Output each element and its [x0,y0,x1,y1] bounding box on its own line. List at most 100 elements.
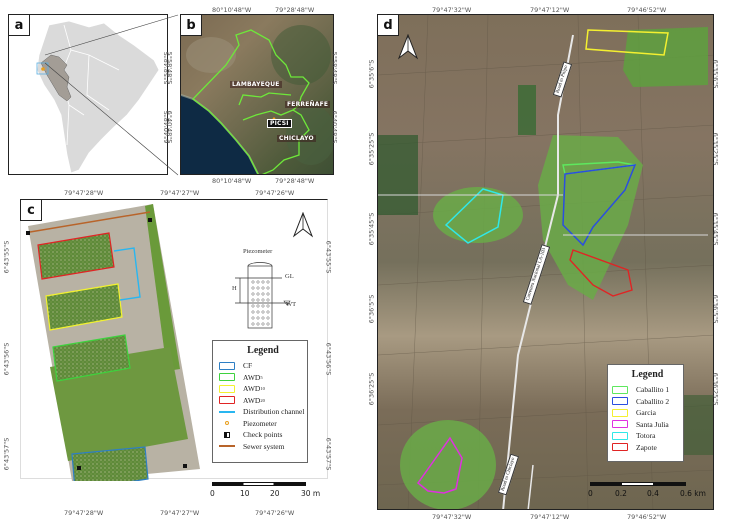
piezometer-h-label: H [232,285,237,292]
place-ferrenafe: FERREÑAFE [285,101,331,108]
channel-line-icon [219,410,235,413]
panel-c-right-tick-1: 6°43'55"S [324,240,333,274]
legend-title: Legend [631,369,664,380]
panel-d-top-tick-1: 79°47'32"W [432,6,472,14]
panel-d-label: d [377,14,399,36]
garcia-swatch [612,408,628,417]
panel-d-legend: Legend Caballito 1 Caballito 2 Garcia Sa… [607,364,684,462]
panel-a-label: a [8,14,30,36]
panel-d-right-tick-4: 6°36'5"S [711,294,720,324]
awd20-swatch [219,396,235,405]
piezometer-wt-label: WT [286,301,297,308]
legend-item-cf: CF [219,360,307,372]
legend-item-caballito-1: Caballito 1 [612,384,683,396]
panel-a-map [8,14,168,175]
panel-d-left-tick-4: 6°36'5"S [367,294,376,324]
awd10-swatch [219,384,235,393]
legend-item-distribution-channel: Distribution channel [219,406,307,418]
caballito2-swatch [612,397,628,406]
panel-b-bottom-tick-1: 80°10'48"W [212,177,252,185]
place-lambayeque: LAMBAYEQUE [230,81,282,88]
place-picsi: PICSI [267,119,292,128]
scale-d-0: 0 [588,489,593,498]
panel-c-bottom-tick-3: 79°47'26"W [255,509,295,517]
awd5-swatch [219,373,235,382]
panel-d-top-tick-3: 79°46'52"W [627,6,667,14]
panel-d-bottom-tick-2: 79°47'12"W [530,513,570,521]
panel-b-map: LAMBAYEQUE FERREÑAFE PICSI CHICLAYO [180,14,334,175]
sewer-line-icon [219,445,235,448]
north-arrow-icon [398,34,418,60]
south-america-map [36,20,160,174]
panel-b-left-tick-1: 5°58'48"S [162,51,171,85]
panel-b-top-tick-2: 79°28'48"W [275,6,315,14]
cf-swatch [219,361,235,370]
caballito1-swatch [612,385,628,394]
panel-d-top-tick-2: 79°47'12"W [530,6,570,14]
panel-d-right-tick-1: 6°35'6"S [711,59,720,89]
panel-c-label: c [20,199,42,221]
legend-item-sewer-system: Sewer system [219,441,307,453]
panel-d-bottom-tick-1: 79°47'32"W [432,513,472,521]
panel-d-left-tick-2: 6°35'25"S [367,132,376,166]
panel-c-left-tick-1: 6°43'55"S [2,240,11,274]
panel-d-bottom-tick-3: 79°46'52"W [627,513,667,521]
scale-c-30: 30 m [301,489,321,498]
panel-d-left-tick-5: 6°36'25"S [367,372,376,406]
santa-julia-swatch [612,420,628,429]
connector-lines [44,14,179,176]
legend-item-caballito-2: Caballito 2 [612,396,683,408]
scale-c-20: 20 [270,489,280,498]
legend-item-check-points: Check points [219,429,307,441]
panel-c-right-tick-2: 6°43'56"S [324,342,333,376]
piezometer-diagram [235,262,291,329]
panel-d-right-tick-3: 6°35'45"S [711,212,720,246]
panel-c-top-tick-3: 79°47'26"W [255,189,295,197]
totora-swatch [612,431,628,440]
panel-c-bottom-tick-1: 79°47'28"W [64,509,104,517]
legend-item-garcia: Garcia [612,407,683,419]
panel-b-bottom-tick-2: 79°28'48"W [275,177,315,185]
panel-d-left-tick-3: 6°35'45"S [367,212,376,246]
panel-d-right-tick-5: 6°36'25"S [711,372,720,406]
scale-d-02: 0.2 [615,489,627,498]
panel-c-top-tick-1: 79°47'28"W [64,189,104,197]
scale-d-06: 0.6 km [680,489,706,498]
scale-c-10: 10 [240,489,250,498]
panel-b-right-tick-2: 6°40'48"S [330,110,339,144]
piezometer-title: Piezometer [243,248,273,255]
scale-d-04: 0.4 [647,489,659,498]
legend-item-zapote: Zapote [612,442,683,454]
panel-c-top-tick-2: 79°47'27"W [160,189,200,197]
panel-c-bottom-tick-2: 79°47'27"W [160,509,200,517]
panel-d-right-tick-2: 6°35'25"S [711,132,720,166]
study-sites-satellite [378,15,713,509]
legend-item-santa-julia: Santa Julia [612,419,683,431]
panel-d-scale-bar [590,482,686,486]
legend-title: Legend [247,345,279,356]
field-orthomosaic [26,204,200,481]
checker-icon [219,431,235,438]
scale-c-0: 0 [210,489,215,498]
panel-d-left-tick-1: 6°35'6"S [367,59,376,89]
zapote-swatch [612,443,628,452]
legend-item-totora: Totora [612,430,683,442]
panel-c-left-tick-3: 6°43'57"S [2,437,11,471]
panel-c-scale-bar [212,482,306,486]
panel-b-top-tick-1: 80°10'48"W [212,6,252,14]
panel-b-label: b [180,14,202,36]
place-chiclayo: CHICLAYO [277,135,316,142]
north-arrow-icon [293,212,313,238]
piezometer-gl-label: GL [285,273,294,280]
panel-c-left-tick-2: 6°43'56"S [2,342,11,376]
panel-c-right-tick-3: 6°43'57"S [324,437,333,471]
piezometer-circle-icon [219,421,235,426]
panel-b-left-tick-2: 6°40'48"S [162,110,171,144]
legend-item-piezometer: Piezometer [219,418,307,430]
lambayeque-satellite [181,25,333,174]
panel-b-right-tick-1: 5°58'48"S [330,51,339,85]
